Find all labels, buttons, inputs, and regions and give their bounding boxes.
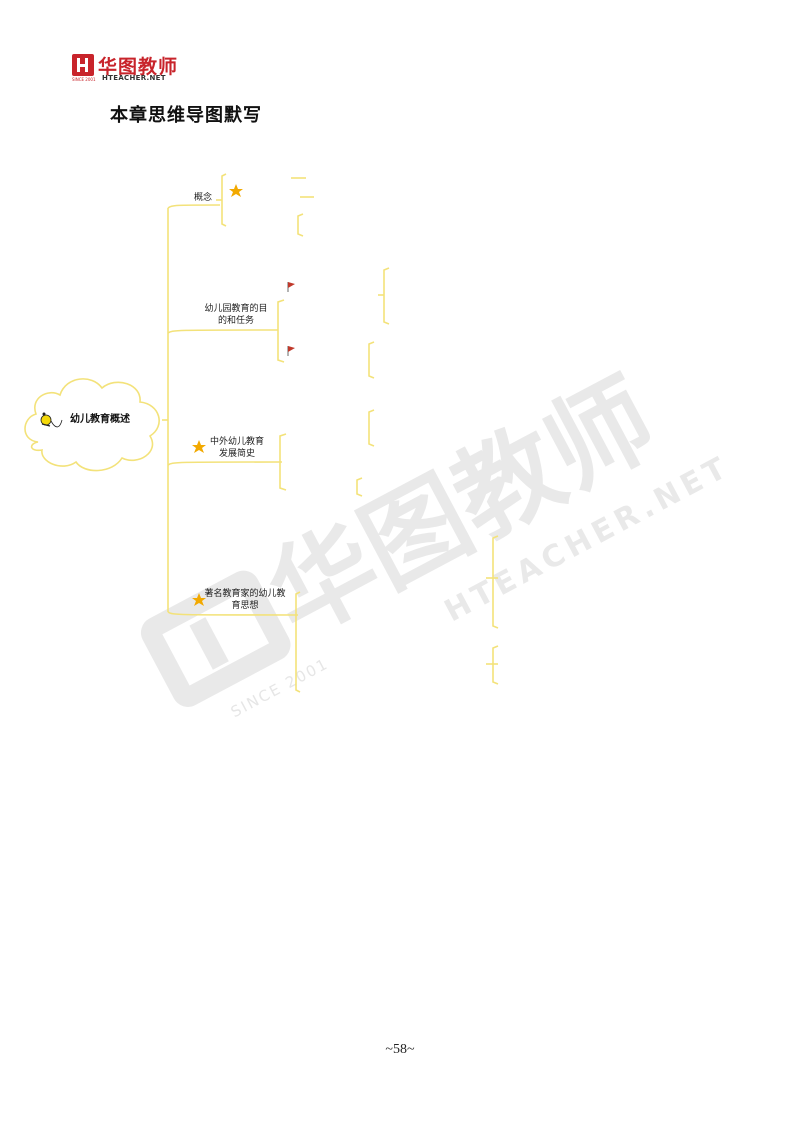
root-mascot-icon — [40, 412, 63, 428]
flag-icon — [287, 282, 295, 292]
page-number: ~58~ — [385, 1042, 415, 1057]
flag-icon — [287, 346, 295, 356]
branch-label-line2: 发展简史 — [218, 449, 255, 459]
mindmap-branch-goals: 幼儿园教育的目 的和任务 — [196, 303, 276, 327]
logo-mark-icon — [72, 54, 94, 76]
mindmap-branch-history: 中外幼儿教育 发展简史 — [206, 436, 268, 460]
star-icon — [229, 184, 243, 197]
star-icon — [192, 440, 206, 453]
root-cloud — [24, 378, 160, 472]
page-title: 本章思维导图默写 — [110, 105, 262, 126]
logo-brand-text: 华图教师 — [98, 56, 179, 78]
logo-since: SINCE 2001 — [72, 77, 96, 82]
star-icon — [192, 593, 206, 606]
branch-label-line1: 概念 — [193, 193, 212, 203]
branch-label-line1: 幼儿园教育的目 — [204, 304, 268, 314]
branch-label-line1: 中外幼儿教育 — [209, 437, 264, 447]
hteacher-logo: 华图教师 HTEACHER.NET SINCE 2001 — [72, 54, 192, 84]
mindmap-branch-educators: 著名教育家的幼儿教 育思想 — [200, 588, 290, 612]
branch-label-line2: 育思想 — [231, 601, 259, 611]
branch-label-line2: 的和任务 — [217, 316, 254, 326]
logo-brand-en: HTEACHER.NET — [102, 74, 166, 82]
branch-label-line1: 著名教育家的幼儿教 — [204, 589, 286, 599]
mindmap-root: 幼儿教育概述 — [70, 414, 130, 425]
mindmap-branch-concept: 概念 — [188, 192, 218, 204]
